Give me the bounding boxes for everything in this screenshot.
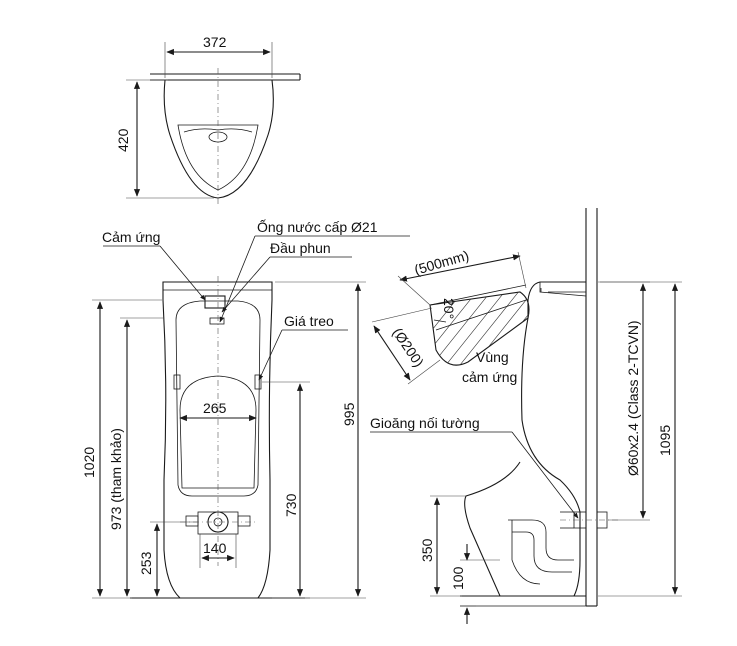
label-hanger: Giá treo xyxy=(284,313,334,329)
dim-bowl-width: 265 xyxy=(203,400,227,416)
dim-top-width: 372 xyxy=(203,34,227,50)
dim-sensor-range: (500mm) xyxy=(412,247,470,278)
dim-outlet-width: 140 xyxy=(203,540,227,556)
top-view: 372 420 xyxy=(115,34,301,206)
label-sensor-zone: Vùng xyxy=(476,349,509,365)
label-sensor-zone-2: cảm ứng xyxy=(462,369,517,385)
dim-reference-height: 973 (tham khảo) xyxy=(108,428,124,530)
dim-side-total-height: 1095 xyxy=(657,425,673,456)
label-wall-gasket: Gioăng nối tường xyxy=(370,415,480,431)
dim-outlet-height: 253 xyxy=(138,551,154,575)
dim-hanger-height: 730 xyxy=(283,493,299,517)
label-water-pipe: Ống nước cấp Ø21 xyxy=(257,218,378,235)
side-view: (500mm) 20° (Ø200) Vùng cảm ứng Gioăng n… xyxy=(370,208,682,624)
dim-top-depth: 420 xyxy=(115,128,131,152)
dim-drain-pipe: Ø60x2.4 (Class 2-TCVN) xyxy=(625,320,641,476)
dim-total-height: 1020 xyxy=(81,447,97,478)
dim-sensor-height: 995 xyxy=(341,402,357,426)
label-sensor: Cảm ứng xyxy=(102,229,160,245)
dim-floor-offset: 100 xyxy=(450,566,466,590)
front-view: Cảm ứng Ống nước cấp Ø21 Đầu phun Giá tr… xyxy=(81,218,410,599)
label-nozzle: Đầu phun xyxy=(270,240,331,256)
dim-sensor-diameter: (Ø200) xyxy=(390,325,428,370)
dim-drain-height: 350 xyxy=(419,538,435,562)
dim-sensor-angle: 20° xyxy=(441,298,457,319)
